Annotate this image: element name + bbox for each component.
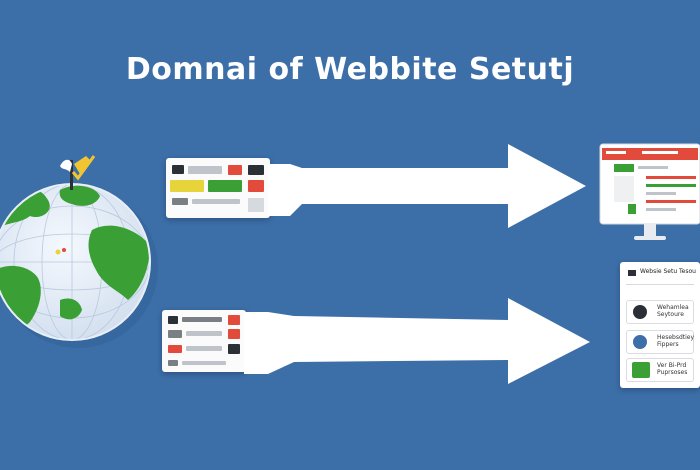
list-item[interactable]: Ver Bi-Prd Puprsoses <box>626 358 694 382</box>
check-icon <box>632 362 650 378</box>
info-icon <box>633 335 647 349</box>
page-title: Domnai of Webbite Setutj <box>125 52 575 87</box>
arrow-icon-top <box>268 144 586 228</box>
monitor-icon <box>599 143 700 240</box>
source-card-top <box>166 158 270 218</box>
panel-header-icon <box>628 270 636 276</box>
checkmark-flag-icon <box>60 155 96 190</box>
avatar-icon <box>633 305 647 319</box>
globe-icon <box>0 150 160 374</box>
arrow-icon-bottom <box>244 298 590 384</box>
source-card-bottom <box>162 310 246 372</box>
list-item[interactable]: Wehamlea Seytoure <box>626 300 694 324</box>
website-setup-panel: Websie Setu Tesou Wehamlea Seytoure Hese… <box>620 262 700 388</box>
panel-header: Websie Setu Tesou <box>640 268 696 275</box>
list-item[interactable]: Hesebsdtiey Fippers <box>626 330 694 354</box>
